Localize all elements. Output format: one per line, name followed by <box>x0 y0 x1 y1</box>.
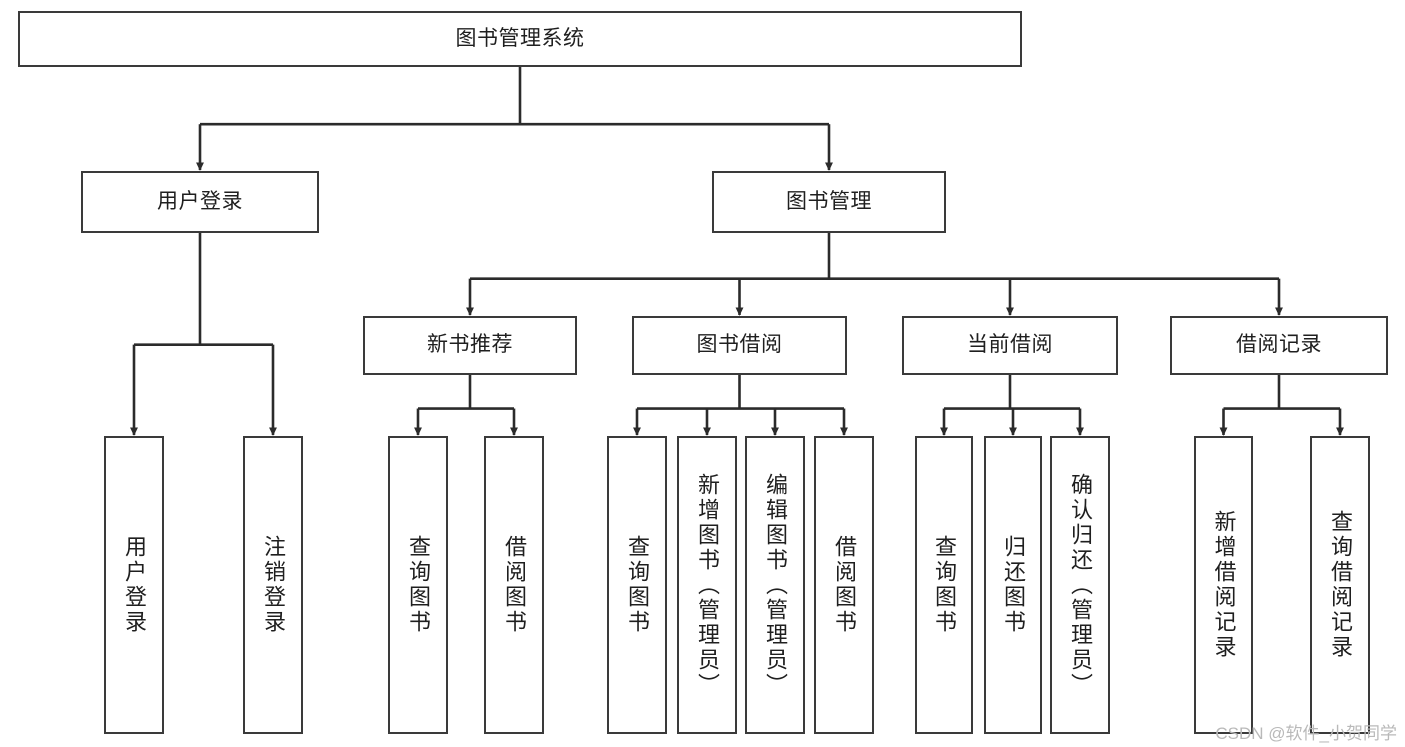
leaf-logout-label: 注销登录 <box>261 535 286 635</box>
leaf-return-book-label: 归还图书 <box>1001 535 1026 635</box>
leaf-borrow-book-2-label: 借阅图书 <box>832 535 857 635</box>
node-new-book-recommend-label: 新书推荐 <box>427 333 513 357</box>
node-new-book-recommend[interactable]: 新书推荐 <box>363 316 577 375</box>
node-book-management[interactable]: 图书管理 <box>712 171 946 233</box>
leaf-borrow-book-1[interactable]: 借阅图书 <box>484 436 544 734</box>
node-user-login[interactable]: 用户登录 <box>81 171 319 233</box>
node-borrow-record-label: 借阅记录 <box>1236 333 1322 357</box>
node-root-label: 图书管理系统 <box>455 26 585 50</box>
leaf-query-record[interactable]: 查询借阅记录 <box>1310 436 1370 734</box>
leaf-return-book[interactable]: 归还图书 <box>984 436 1042 734</box>
leaf-user-login-label: 用户登录 <box>122 535 147 635</box>
leaf-user-login[interactable]: 用户登录 <box>104 436 164 734</box>
leaf-query-book-1-label: 查询图书 <box>406 535 431 635</box>
node-book-borrow-label: 图书借阅 <box>696 333 783 357</box>
node-root[interactable]: 图书管理系统 <box>18 11 1022 67</box>
leaf-edit-book[interactable]: 编辑图书（管理员） <box>745 436 805 734</box>
leaf-confirm-return[interactable]: 确认归还（管理员） <box>1050 436 1110 734</box>
node-book-borrow[interactable]: 图书借阅 <box>632 316 847 375</box>
node-borrow-record[interactable]: 借阅记录 <box>1170 316 1388 375</box>
leaf-confirm-return-label: 确认归还（管理员） <box>1068 472 1093 698</box>
leaf-edit-book-label: 编辑图书（管理员） <box>763 472 788 698</box>
node-current-borrow-label: 当前借阅 <box>967 333 1053 357</box>
leaf-query-book-1[interactable]: 查询图书 <box>388 436 448 734</box>
leaf-add-record-label: 新增借阅记录 <box>1211 510 1237 660</box>
leaf-query-book-3[interactable]: 查询图书 <box>915 436 973 734</box>
leaf-borrow-book-2[interactable]: 借阅图书 <box>814 436 874 734</box>
leaf-borrow-book-1-label: 借阅图书 <box>502 535 527 635</box>
node-user-login-label: 用户登录 <box>157 189 243 213</box>
leaf-add-record[interactable]: 新增借阅记录 <box>1194 436 1253 734</box>
node-current-borrow[interactable]: 当前借阅 <box>902 316 1118 375</box>
leaf-query-book-2[interactable]: 查询图书 <box>607 436 667 734</box>
node-book-management-label: 图书管理 <box>786 189 872 213</box>
leaf-query-record-label: 查询借阅记录 <box>1328 510 1353 660</box>
leaf-logout[interactable]: 注销登录 <box>243 436 303 734</box>
leaf-query-book-2-label: 查询图书 <box>625 535 650 635</box>
leaf-add-book[interactable]: 新增图书（管理员） <box>677 436 737 734</box>
leaf-add-book-label: 新增图书（管理员） <box>695 472 720 698</box>
leaf-query-book-3-label: 查询图书 <box>932 535 957 635</box>
